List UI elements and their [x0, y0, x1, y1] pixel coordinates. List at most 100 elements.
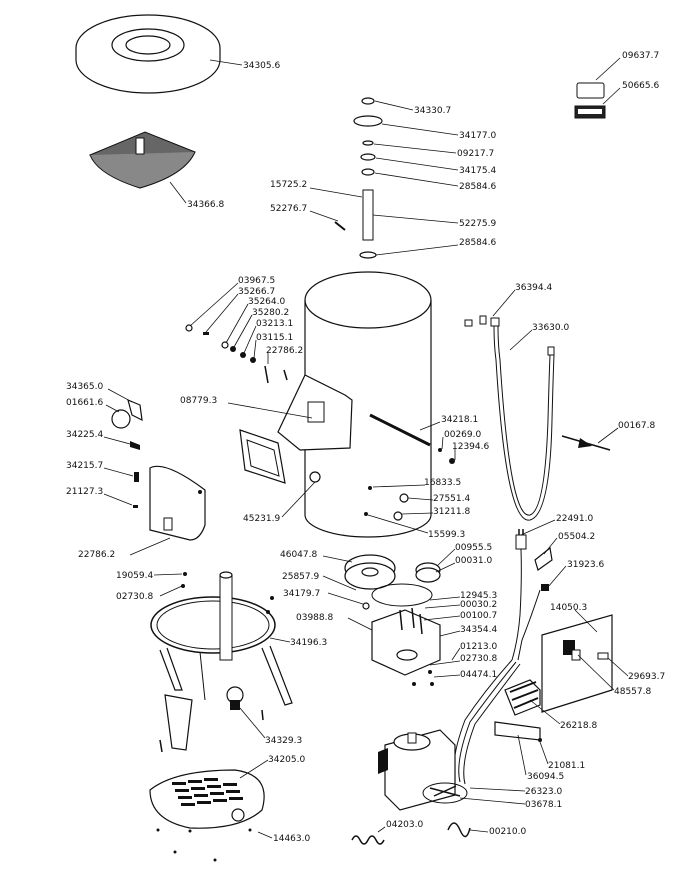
leader-line [451, 647, 461, 661]
leader-line [529, 699, 561, 725]
leader-line [602, 87, 621, 105]
lid-part [75, 14, 221, 94]
leader-line [543, 537, 558, 555]
part-label: 01213.0 [460, 642, 497, 652]
part-label: 15725.2 [270, 180, 307, 190]
part-label: 34177.0 [459, 131, 496, 141]
part-label: 03678.1 [525, 800, 562, 810]
part-label: 21081.1 [548, 761, 585, 771]
leader-line [281, 481, 316, 518]
part-label: 26323.0 [525, 787, 562, 797]
shaft-assembly [334, 97, 383, 259]
leader-line [423, 615, 461, 621]
pulley-part [344, 554, 441, 607]
part-label: 00210.0 [489, 827, 526, 837]
leader-line [239, 707, 266, 739]
part-label: 19059.4 [116, 571, 153, 581]
part-label: 21127.3 [66, 487, 103, 497]
part-label: 04474.1 [460, 670, 497, 680]
part-label: 52276.7 [270, 204, 307, 214]
leader-line [377, 826, 386, 833]
leader-line [374, 172, 459, 187]
part-label: 09217.7 [457, 149, 494, 159]
part-label: 05504.2 [558, 532, 595, 542]
part-label: 28584.6 [459, 238, 496, 248]
leader-line [539, 741, 549, 765]
leader-line [322, 575, 357, 591]
part-label: 34329.3 [265, 736, 302, 746]
part-label: 35266.7 [238, 287, 275, 297]
leader-line [209, 59, 243, 66]
part-label: 00100.7 [460, 611, 497, 621]
part-label: 34330.7 [414, 106, 451, 116]
leader-line [577, 654, 615, 691]
leader-line [103, 493, 133, 506]
leader-line [105, 404, 120, 413]
part-label: 31211.8 [433, 507, 470, 517]
basket-part [88, 131, 197, 189]
part-label: 26218.8 [560, 721, 597, 731]
part-label: 03967.5 [238, 276, 275, 286]
cable-tie [561, 435, 611, 451]
part-label: 22491.0 [556, 514, 593, 524]
screw-cluster [185, 324, 288, 384]
leader-line [520, 519, 556, 536]
leader-line [419, 421, 441, 431]
leader-line [153, 573, 183, 576]
part-label: 00031.0 [455, 556, 492, 566]
shield-panel [149, 465, 206, 541]
leader-line [169, 181, 187, 204]
part-label: 01661.6 [66, 398, 103, 408]
part-label: 27551.4 [433, 494, 470, 504]
leader-line [129, 537, 171, 556]
leader-line [492, 289, 516, 317]
part-label: 29693.7 [628, 672, 665, 682]
leader-line [441, 436, 444, 450]
part-label: 34365.0 [66, 382, 103, 392]
leader-line [374, 100, 414, 111]
leader-line [243, 325, 257, 354]
leader-line [327, 592, 367, 606]
part-label: 50665.6 [622, 81, 659, 91]
part-label: 09637.7 [622, 51, 659, 61]
decal-part [574, 82, 606, 119]
part-label: 00030.2 [460, 600, 497, 610]
leader-line [436, 548, 456, 567]
part-label: 14463.0 [273, 834, 310, 844]
leader-line [347, 617, 373, 631]
spring-parts [351, 822, 471, 845]
leader-line [269, 637, 291, 643]
part-label: 25857.9 [282, 572, 319, 582]
part-label: 04203.0 [386, 820, 423, 830]
leader-line [407, 497, 434, 501]
part-label: 36394.4 [515, 283, 552, 293]
part-label: 16833.5 [424, 478, 461, 488]
leader-line [367, 514, 429, 534]
leader-line [372, 214, 459, 224]
part-label: 34196.3 [290, 638, 327, 648]
part-label: 00167.8 [618, 421, 655, 431]
part-label: 36094.5 [527, 772, 564, 782]
part-label: 22786.2 [78, 550, 115, 560]
part-label: 03213.1 [256, 319, 293, 329]
leader-line [373, 143, 457, 154]
leader-line [205, 293, 239, 333]
part-label: 03115.1 [256, 333, 293, 343]
leader-line [372, 484, 426, 488]
leader-line [107, 388, 133, 403]
part-label: 34215.7 [66, 461, 103, 471]
leader-line [103, 467, 134, 477]
leader-line [401, 512, 434, 515]
part-label: 15599.3 [428, 530, 465, 540]
power-cord [511, 529, 553, 661]
leader-line [103, 436, 131, 445]
leader-line [424, 604, 461, 609]
part-label: 34354.4 [460, 625, 497, 635]
part-label: 12394.6 [452, 442, 489, 452]
leader-line [574, 609, 598, 633]
part-label: 03988.8 [296, 613, 333, 623]
part-label: 12945.3 [460, 591, 497, 601]
part-label: 00269.0 [444, 430, 481, 440]
leader-line [322, 555, 353, 563]
motor-mount [362, 602, 441, 686]
